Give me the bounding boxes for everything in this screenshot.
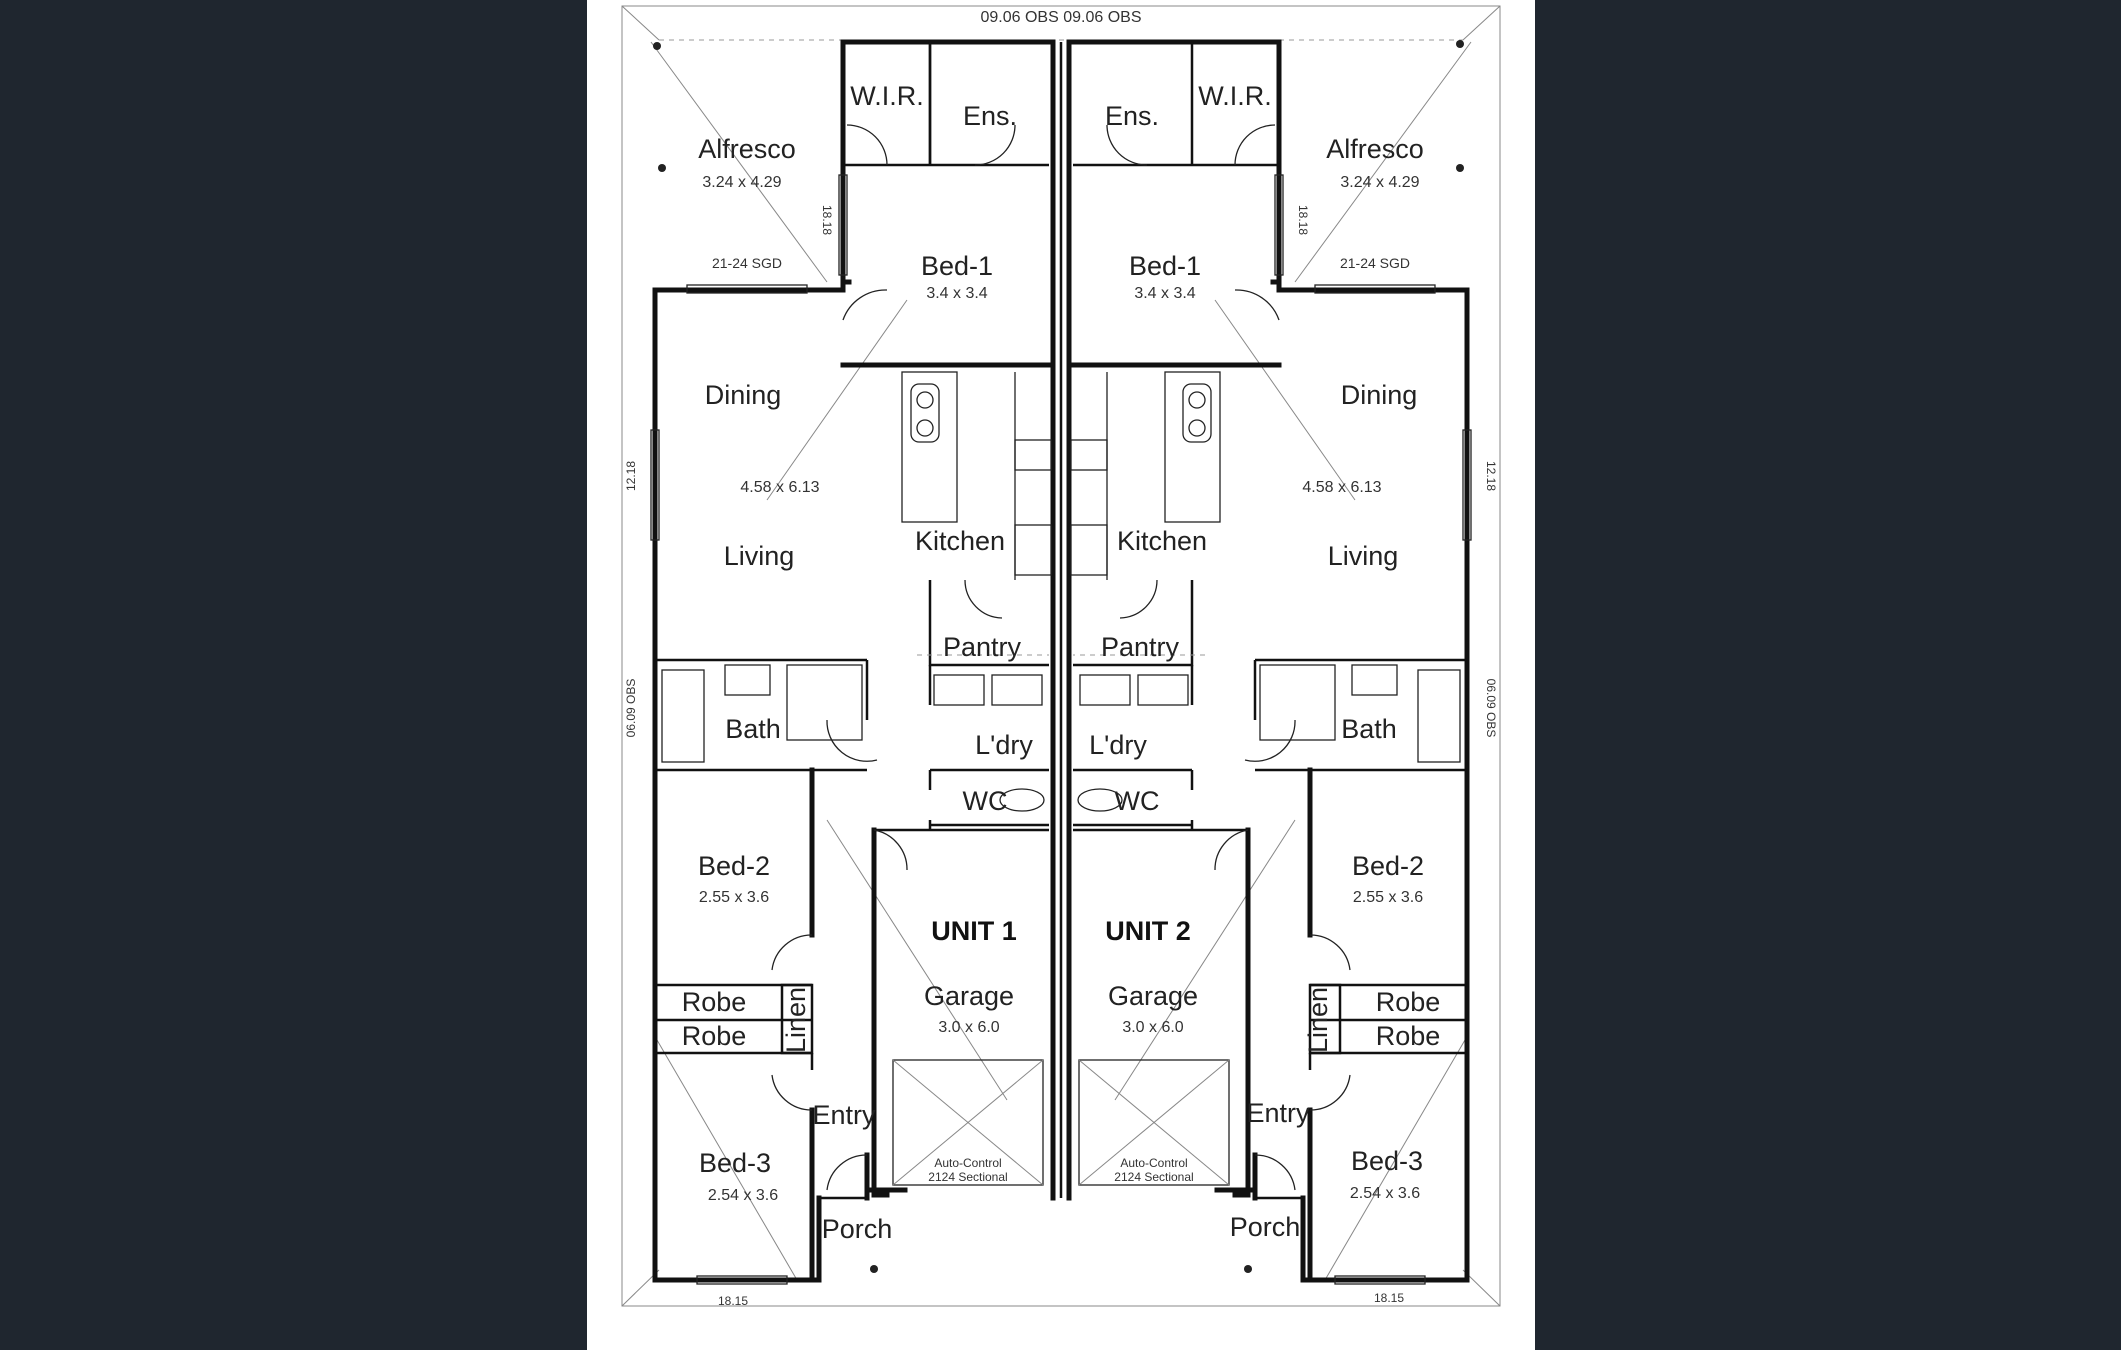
- unit-2-alfresco-label: Alfresco: [1326, 134, 1424, 164]
- unit-1-garage-door-line2: 2124 Sectional: [928, 1170, 1007, 1184]
- unit-1-wc-label: WC: [963, 786, 1008, 816]
- unit-2-garage-size: 3.0 x 6.0: [1122, 1019, 1183, 1036]
- unit-1-living-window: 12.18: [624, 461, 638, 491]
- unit-1-alfresco-size: 3.24 x 4.29: [702, 174, 781, 191]
- slab-marker-lines: [650, 41, 1472, 1281]
- unit-1-bed1-size: 3.4 x 3.4: [926, 285, 987, 302]
- unit-2-alfresco-size: 3.24 x 4.29: [1340, 174, 1419, 191]
- corner-marker: [1456, 164, 1464, 172]
- unit-2-living-window: 12.18: [1484, 461, 1498, 491]
- unit-1-kitchen-label: Kitchen: [915, 526, 1005, 556]
- floor-plan-drawing: 09.06 OBS 09.06 OBS: [621, 5, 1501, 1308]
- unit-2-robe2-label: Robe: [1376, 1021, 1441, 1051]
- unit-2-garage-label: Garage: [1108, 981, 1198, 1011]
- unit-2-bath-label: Bath: [1341, 714, 1397, 744]
- unit-2-bed2-label: Bed-2: [1352, 851, 1424, 881]
- unit-2-pantry-label: Pantry: [1101, 632, 1180, 662]
- unit-1-pantry-label: Pantry: [943, 632, 1022, 662]
- unit-2-door-label: 21-24 SGD: [1340, 255, 1410, 271]
- corner-marker: [658, 164, 666, 172]
- unit-1-title: UNIT 1: [931, 916, 1017, 946]
- unit-1-robe1-label: Robe: [682, 987, 747, 1017]
- unit-2-bed2-size: 2.55 x 3.6: [1353, 889, 1423, 906]
- unit-1-robe2-label: Robe: [682, 1021, 747, 1051]
- unit-1-garage-door-line1: Auto-Control: [934, 1156, 1001, 1170]
- corner-marker: [1456, 40, 1464, 48]
- unit-2-bed1-size: 3.4 x 3.4: [1134, 285, 1195, 302]
- unit-1-bath-label: Bath: [725, 714, 781, 744]
- top-dimension-label: 09.06 OBS 09.06 OBS: [981, 9, 1142, 26]
- unit-1-kitchen-island: [901, 371, 958, 523]
- unit-1-garage-label: Garage: [924, 981, 1014, 1011]
- unit-2-bed1-label: Bed-1: [1129, 251, 1201, 281]
- unit-1-entry-label: Entry: [812, 1100, 876, 1130]
- unit-2-ensuite-label: Ens.: [1105, 101, 1159, 131]
- unit-2-living-size: 4.58 x 6.13: [1302, 479, 1381, 496]
- external-walls: [652, 39, 1470, 1283]
- unit-1-internal-walls: [655, 42, 1052, 1283]
- unit-1-labels: Alfresco 3.24 x 4.29 W.I.R. Ens. Bed-1 3…: [624, 81, 1033, 1308]
- unit-2-bed3-size: 2.54 x 3.6: [1350, 1185, 1420, 1202]
- door-swings: [771, 124, 1351, 1191]
- unit-1-alfresco-label: Alfresco: [698, 134, 796, 164]
- corner-marker: [870, 1265, 878, 1273]
- unit-2-linen-label: Linen: [1303, 987, 1333, 1053]
- unit-1-living-size: 4.58 x 6.13: [740, 479, 819, 496]
- unit-2-wc-label: WC: [1115, 786, 1160, 816]
- unit-2-laundry-label: L'dry: [1089, 730, 1147, 760]
- unit-2-bottom-window: 18.15: [1374, 1291, 1404, 1305]
- unit-2-garage-door-line2: 2124 Sectional: [1114, 1170, 1193, 1184]
- unit-1-bathtub: [661, 669, 705, 763]
- unit-1-garage-size: 3.0 x 6.0: [938, 1019, 999, 1036]
- unit-1-laundry-label: L'dry: [975, 730, 1033, 760]
- unit-2-internal-walls: [1070, 42, 1467, 1283]
- unit-1-porch-label: Porch: [822, 1214, 893, 1244]
- unit-2-robe1-label: Robe: [1376, 987, 1441, 1017]
- unit-1-dining-label: Dining: [705, 380, 782, 410]
- unit-1-ensuite-label: Ens.: [963, 101, 1017, 131]
- unit-1-garage-door-outline: [892, 1059, 1044, 1186]
- unit-1-wir-label: W.I.R.: [850, 81, 924, 111]
- unit-1-linen-label: Linen: [781, 987, 811, 1053]
- unit-2-title: UNIT 2: [1105, 916, 1191, 946]
- unit-2-side-window: 18.18: [1296, 205, 1310, 235]
- unit-2-living-label: Living: [1328, 541, 1399, 571]
- windows: [650, 174, 1472, 1285]
- unit-2-dining-label: Dining: [1341, 380, 1418, 410]
- unit-2-labels: Alfresco 3.24 x 4.29 W.I.R. Ens. Bed-1 3…: [1089, 81, 1498, 1305]
- corner-marker: [1244, 1265, 1252, 1273]
- unit-1-bed3-size: 2.54 x 3.6: [708, 1187, 778, 1204]
- unit-2-kitchen-label: Kitchen: [1117, 526, 1207, 556]
- floor-plan-sheet: 09.06 OBS 09.06 OBS: [587, 0, 1535, 1350]
- unit-1-side-window: 18.18: [820, 205, 834, 235]
- unit-1-bottom-window: 18.15: [718, 1294, 748, 1308]
- site-boundary: [621, 5, 1501, 1307]
- unit-1-living-label: Living: [724, 541, 795, 571]
- unit-1-bed3-label: Bed-3: [699, 1148, 771, 1178]
- unit-1-bed2-size: 2.55 x 3.6: [699, 889, 769, 906]
- unit-2-garage-door-line1: Auto-Control: [1120, 1156, 1187, 1170]
- unit-1-bed2-label: Bed-2: [698, 851, 770, 881]
- unit-1-door-label: 21-24 SGD: [712, 255, 782, 271]
- unit-2-bath-window: 06.09 OBS: [1484, 679, 1498, 738]
- unit-2-bed3-label: Bed-3: [1351, 1146, 1423, 1176]
- unit-1-bath-window: 06.09 OBS: [624, 679, 638, 738]
- unit-2-entry-label: Entry: [1246, 1098, 1310, 1128]
- unit-1-bed1-label: Bed-1: [921, 251, 993, 281]
- unit-2-porch-label: Porch: [1230, 1212, 1301, 1242]
- corner-marker: [653, 42, 661, 50]
- unit-2-wir-label: W.I.R.: [1198, 81, 1272, 111]
